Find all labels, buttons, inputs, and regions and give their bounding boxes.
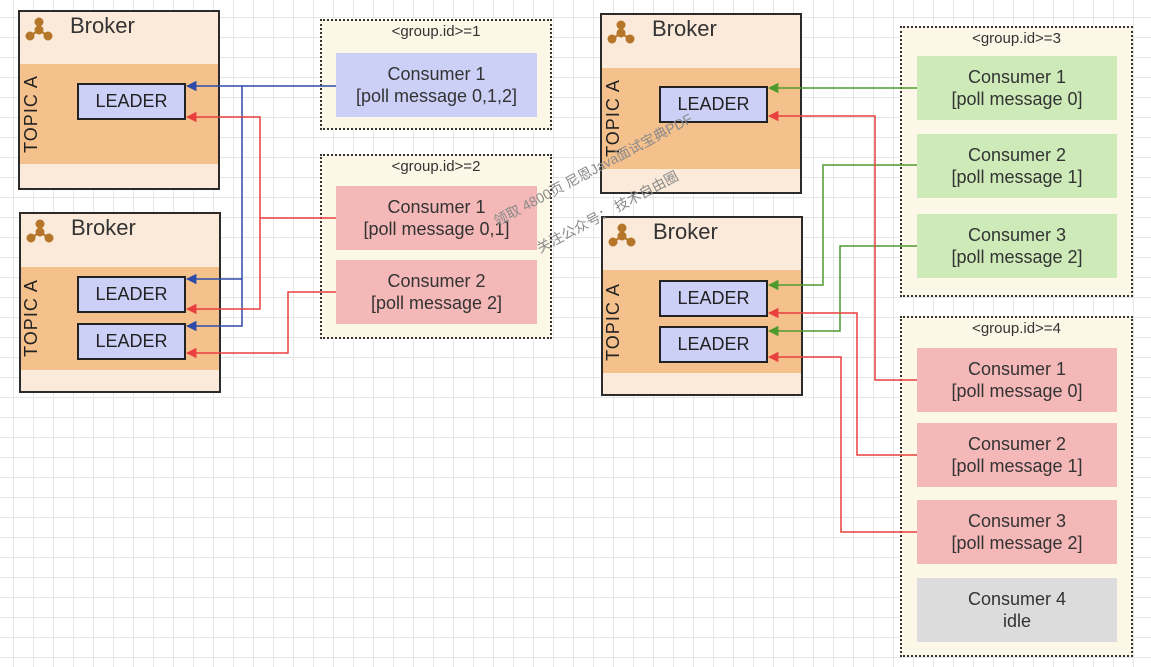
- group-title: <group.id>=3: [972, 30, 1061, 47]
- consumer-name: Consumer 1: [387, 197, 486, 217]
- consumer-name: Consumer 1: [967, 67, 1067, 87]
- consumer-box: Consumer 1 [poll message 0]: [917, 348, 1117, 412]
- connector-blue: [185, 279, 243, 332]
- consumer-box: Consumer 4 idle: [917, 578, 1117, 642]
- consumer-name: Consumer 1: [967, 359, 1067, 379]
- partition-leader: LEADER: [659, 326, 768, 363]
- consumer-detail: [poll message 0,1,2]: [355, 86, 518, 106]
- broker-network-icon: [26, 219, 54, 243]
- consumer-box: Consumer 3 [poll message 2]: [917, 500, 1117, 564]
- connector-blue: [185, 85, 336, 285]
- group-title: <group.id>=1: [391, 23, 481, 40]
- connector-red: [185, 111, 336, 219]
- broker-title: Broker: [70, 13, 135, 38]
- group-title: <group.id>=2: [391, 158, 481, 175]
- broker-network-icon: [607, 20, 635, 44]
- partition-leader: LEADER: [77, 323, 186, 360]
- connector-green: [767, 164, 917, 291]
- consumer-detail: [poll message 0,1]: [363, 219, 510, 239]
- connector-red: [767, 110, 917, 381]
- broker-title: Broker: [653, 219, 718, 244]
- consumer-box: Consumer 1 [poll message 0,1]: [336, 186, 537, 250]
- connector-red: [185, 218, 261, 315]
- consumer-box: Consumer 2 [poll message 1]: [917, 134, 1117, 198]
- consumer-box: Consumer 2 [poll message 2]: [336, 260, 537, 324]
- consumer-name: Consumer 1: [387, 64, 486, 84]
- connector-red: [185, 291, 336, 359]
- consumer-name: Consumer 2: [967, 145, 1067, 165]
- consumer-box: Consumer 2 [poll message 1]: [917, 423, 1117, 487]
- consumer-box: Consumer 1 [poll message 0,1,2]: [336, 53, 537, 117]
- broker-network-icon: [25, 17, 53, 41]
- broker-network-icon: [608, 223, 636, 247]
- consumer-detail: idle: [1002, 611, 1032, 631]
- consumer-detail: [poll message 2]: [951, 533, 1083, 553]
- consumer-detail: [poll message 0]: [951, 381, 1083, 401]
- consumer-detail: [poll message 2]: [370, 293, 503, 313]
- consumer-detail: [poll message 2]: [951, 247, 1083, 267]
- partition-leader: LEADER: [659, 86, 768, 123]
- consumer-box: Consumer 1 [poll message 0]: [917, 56, 1117, 120]
- consumer-detail: [poll message 0]: [951, 89, 1083, 109]
- consumer-detail: [poll message 1]: [951, 167, 1083, 187]
- partition-leader: LEADER: [77, 83, 186, 120]
- connector-green: [767, 245, 917, 337]
- connector-red: [767, 351, 917, 533]
- broker-title: Broker: [71, 215, 136, 240]
- group-title: <group.id>=4: [972, 320, 1061, 337]
- partition-leader: LEADER: [77, 276, 186, 313]
- consumer-name: Consumer 3: [967, 225, 1067, 245]
- partition-leader: LEADER: [659, 280, 768, 317]
- connector-red: [767, 307, 917, 456]
- consumer-box: Consumer 3 [poll message 2]: [917, 214, 1117, 278]
- consumer-name: Consumer 4: [967, 589, 1067, 609]
- consumer-detail: [poll message 1]: [951, 456, 1083, 476]
- consumer-name: Consumer 2: [387, 271, 486, 291]
- consumer-name: Consumer 2: [967, 434, 1067, 454]
- consumer-name: Consumer 3: [967, 511, 1067, 531]
- broker-title: Broker: [652, 16, 717, 41]
